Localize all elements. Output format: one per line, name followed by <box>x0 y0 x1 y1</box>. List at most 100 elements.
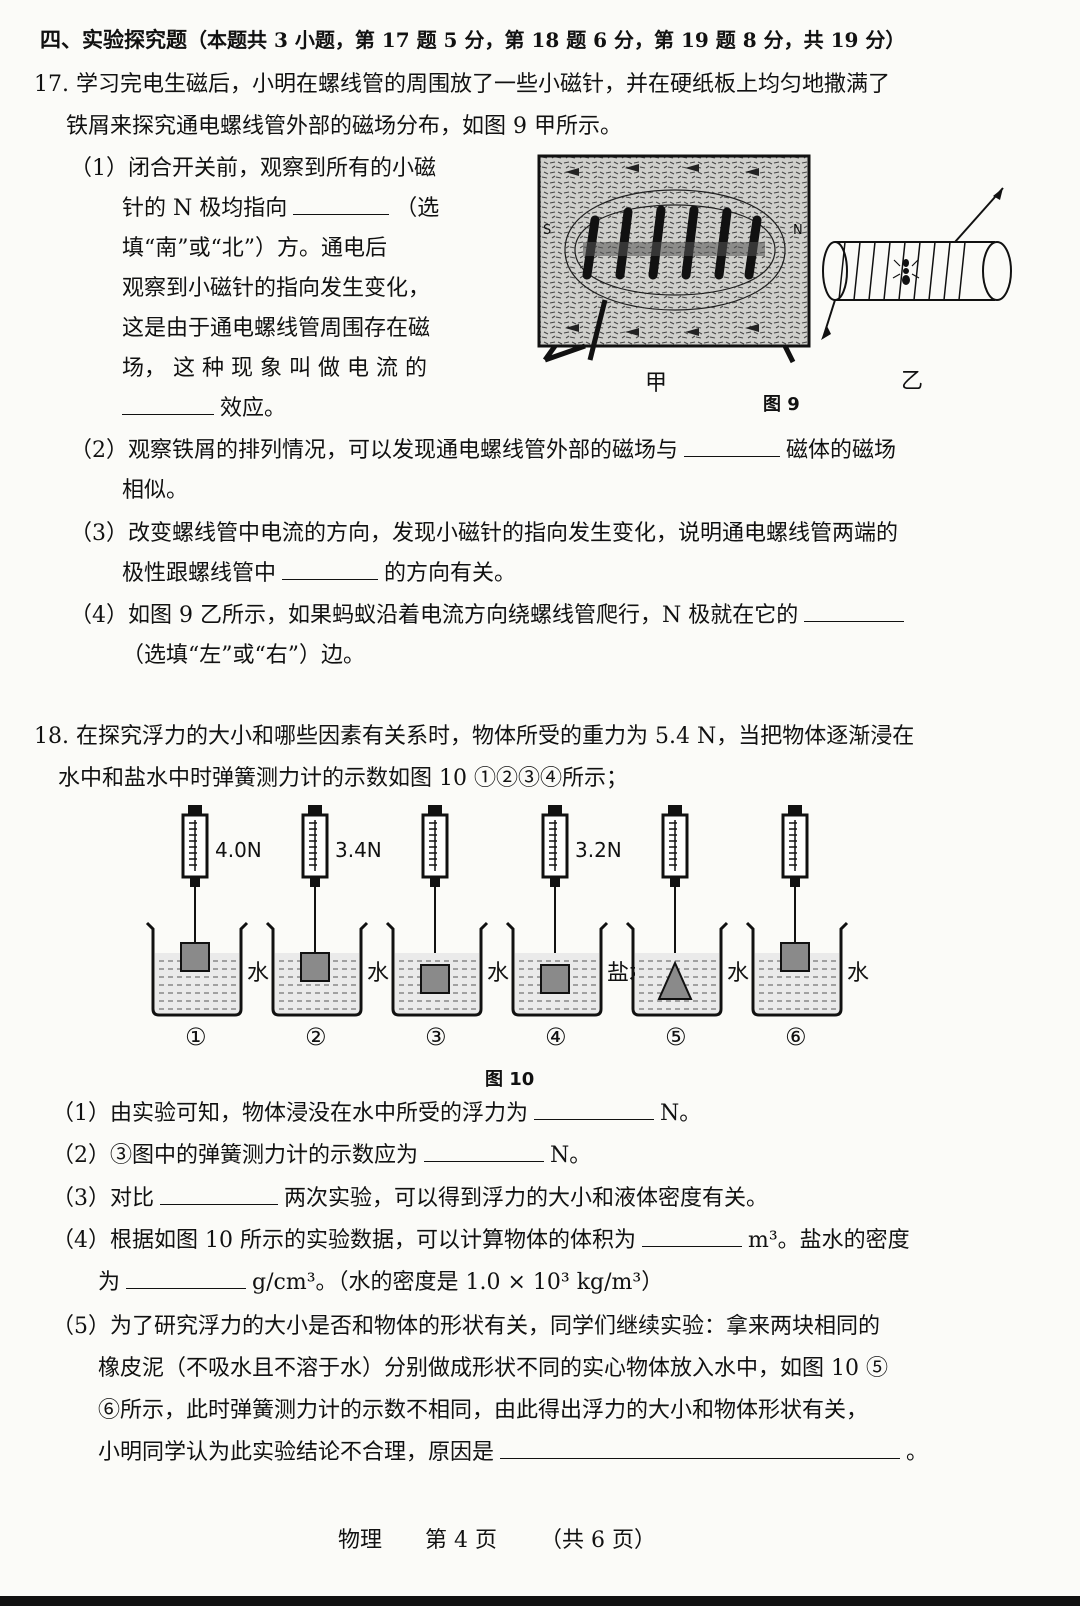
q18-p4-text-d: g/cm³。（水的密度是 1.0 × 10³ kg/m³） <box>252 1270 664 1295</box>
figure-9: S N 甲 图 9 乙 <box>537 154 1012 415</box>
pole-s-label: S <box>543 223 551 238</box>
scale-top-icon <box>548 805 562 815</box>
q17-p1-line5: 这是由于通电螺线管周围存在磁 <box>122 316 431 341</box>
q17-p4-line2: （选填“左”或“右”）边。 <box>122 643 365 668</box>
q18-p5-text-end: 。 <box>906 1440 929 1465</box>
beaker-icon <box>505 921 609 1017</box>
setup-number: ⑥ <box>785 1023 807 1051</box>
footer-subject: 物理 <box>338 1528 383 1553</box>
answer-blank-18-4[interactable] <box>641 1245 742 1247</box>
q17-p1-line1: （1）闭合开关前，观察到所有的小磁 <box>70 156 436 181</box>
q18-p5-line1: （5）为了研究浮力的大小是否和物体的形状有关，同学们继续实验：拿来两块相同的 <box>52 1314 880 1339</box>
scale-reading: 3.4N <box>335 838 382 862</box>
liquid-label: 水 <box>247 961 269 986</box>
block-object-icon <box>420 964 450 994</box>
setup-6: 水⑥ <box>745 805 869 1051</box>
triangle-object-icon <box>657 960 693 1000</box>
answer-blank-18-5[interactable] <box>126 1287 247 1289</box>
scale-top-icon <box>428 805 442 815</box>
setup-number: ④ <box>545 1023 567 1051</box>
q18-p4-line1: （4）根据如图 10 所示的实验数据，可以计算物体的体积为 m³。盐水的密度 <box>52 1222 910 1254</box>
answer-blank-18-2[interactable] <box>424 1160 544 1162</box>
q18-p3-text-a: （3）对比 <box>52 1186 154 1211</box>
setup-number: ⑤ <box>665 1023 687 1051</box>
answer-blank-18-6[interactable] <box>500 1457 901 1459</box>
q17-p4-text-a: （4）如图 9 乙所示，如果蚂蚁沿着电流方向绕螺线管爬行，N 极就在它的 <box>70 603 799 628</box>
q17-p1-line6: 场， 这 种 现 象 叫 做 电 流 的 <box>122 356 427 381</box>
q17-p1-line2: 针的 N 极均指向 （选 <box>122 190 439 222</box>
q17-p1-text-c: 效应。 <box>220 396 287 421</box>
q17-p1-text-b: （选 <box>395 196 440 221</box>
block-object-icon <box>780 942 810 972</box>
q18-p5-line3: ⑥所示，此时弹簧测力计的示数不相同，由此得出浮力的大小和物体形状有关， <box>98 1398 869 1423</box>
footer-page: 第 4 页 <box>425 1528 497 1553</box>
q17-p2-text-a: （2）观察铁屑的排列情况，可以发现通电螺线管外部的磁场与 <box>70 438 678 463</box>
answer-blank-18-3[interactable] <box>160 1203 278 1205</box>
q18-p4-line2: 为 g/cm³。（水的密度是 1.0 × 10³ kg/m³） <box>98 1264 663 1296</box>
setup-number: ① <box>185 1023 207 1051</box>
block-object-icon <box>300 952 330 982</box>
figure-9-caption: 图 9 <box>763 394 800 415</box>
scale-reading: 4.0N <box>215 838 262 862</box>
answer-blank-17-3[interactable] <box>684 455 780 457</box>
q18-p5-line2: 橡皮泥（不吸水且不溶于水）分别做成形状不同的实心物体放入水中，如图 10 ⑤ <box>98 1356 888 1381</box>
q18-p1-text-b: N。 <box>660 1101 702 1126</box>
q17-p3-text-b: 的方向有关。 <box>384 561 517 586</box>
answer-blank-18-1[interactable] <box>534 1118 654 1120</box>
answer-blank-17-4[interactable] <box>282 578 379 580</box>
q17-p1-line4: 观察到小磁针的指向发生变化， <box>122 276 431 301</box>
q18-line2: 水中和盐水中时弹簧测力计的示数如图 10 ①②③④所示； <box>58 766 628 791</box>
q18-p2-text-a: （2）③图中的弹簧测力计的示数应为 <box>52 1143 418 1168</box>
q17-p4-line1: （4）如图 9 乙所示，如果蚂蚁沿着电流方向绕螺线管爬行，N 极就在它的 <box>70 597 910 629</box>
q17-p1-text-a: 针的 N 极均指向 <box>122 196 288 221</box>
q17-p1-line3: 填“南”或“北”）方。通电后 <box>122 236 387 261</box>
q17-p2-line1: （2）观察铁屑的排列情况，可以发现通电螺线管外部的磁场与 磁体的磁场 <box>70 432 896 464</box>
q18-p3: （3）对比 两次实验，可以得到浮力的大小和液体密度有关。 <box>52 1180 768 1212</box>
beaker-icon <box>745 921 849 1017</box>
beaker-icon <box>385 921 489 1017</box>
setup-number: ③ <box>425 1023 447 1051</box>
section-title: 四、实验探究题 <box>40 28 187 52</box>
block-object-icon <box>540 964 570 994</box>
q17-p3-text-a: 极性跟螺线管中 <box>122 561 277 586</box>
q18-p4-text-c: 为 <box>98 1270 121 1295</box>
answer-blank-17-1[interactable] <box>293 213 390 215</box>
section-note: （本题共 3 小题，第 17 题 5 分，第 18 题 6 分，第 19 题 8… <box>187 28 906 52</box>
q18-p5-text-a: 小明同学认为此实验结论不合理，原因是 <box>98 1440 495 1465</box>
scale-top-icon <box>668 805 682 815</box>
scale-top-icon <box>188 805 202 815</box>
block-object-icon <box>180 942 210 972</box>
q17-line1: 17. 学习完电生磁后，小明在螺线管的周围放了一些小磁针，并在硬纸板上均匀地撒满… <box>34 72 890 97</box>
bottom-edge-bar <box>0 1596 1080 1606</box>
beaker-icon <box>145 921 249 1017</box>
page-footer: 物理 第 4 页 （共 6 页） <box>320 1522 674 1554</box>
q18-line1: 18. 在探究浮力的大小和哪些因素有关系时，物体所受的重力为 5.4 N，当把物… <box>34 724 915 749</box>
section-header: 四、实验探究题（本题共 3 小题，第 17 题 5 分，第 18 题 6 分，第… <box>40 24 905 54</box>
setup-number: ② <box>305 1023 327 1051</box>
q17-p3-line1: （3）改变螺线管中电流的方向，发现小磁针的指向发生变化，说明通电螺线管两端的 <box>70 521 898 546</box>
setup-2: 3.4N 水 ② <box>265 805 389 1051</box>
liquid-label: 水 <box>727 961 749 986</box>
answer-blank-17-2[interactable] <box>122 413 214 415</box>
q17-p1-line7: 效应。 <box>122 390 286 422</box>
q18-p5-line4: 小明同学认为此实验结论不合理，原因是 。 <box>98 1434 928 1466</box>
scale-top-icon <box>308 805 322 815</box>
liquid-label: 水 <box>847 961 869 986</box>
q18-p4-text-a: （4）根据如图 10 所示的实验数据，可以计算物体的体积为 <box>52 1228 636 1253</box>
q18-p4-text-b: m³。盐水的密度 <box>747 1228 910 1253</box>
q17-p2-text-b: 磁体的磁场 <box>786 438 897 463</box>
q18-p3-text-b: 两次实验，可以得到浮力的大小和液体密度有关。 <box>284 1186 769 1211</box>
liquid-label: 水 <box>367 961 389 986</box>
setup-3: 水③ <box>385 805 509 1051</box>
pole-n-label: N <box>793 223 803 238</box>
answer-blank-17-5[interactable] <box>804 620 905 622</box>
scale-reading: 3.2N <box>575 838 622 862</box>
figure-10-caption: 图 10 <box>485 1069 534 1090</box>
q17-p2-line2: 相似。 <box>122 478 189 503</box>
q17-p3-line2: 极性跟螺线管中 的方向有关。 <box>122 555 516 587</box>
solenoid-board: S N <box>537 154 811 364</box>
